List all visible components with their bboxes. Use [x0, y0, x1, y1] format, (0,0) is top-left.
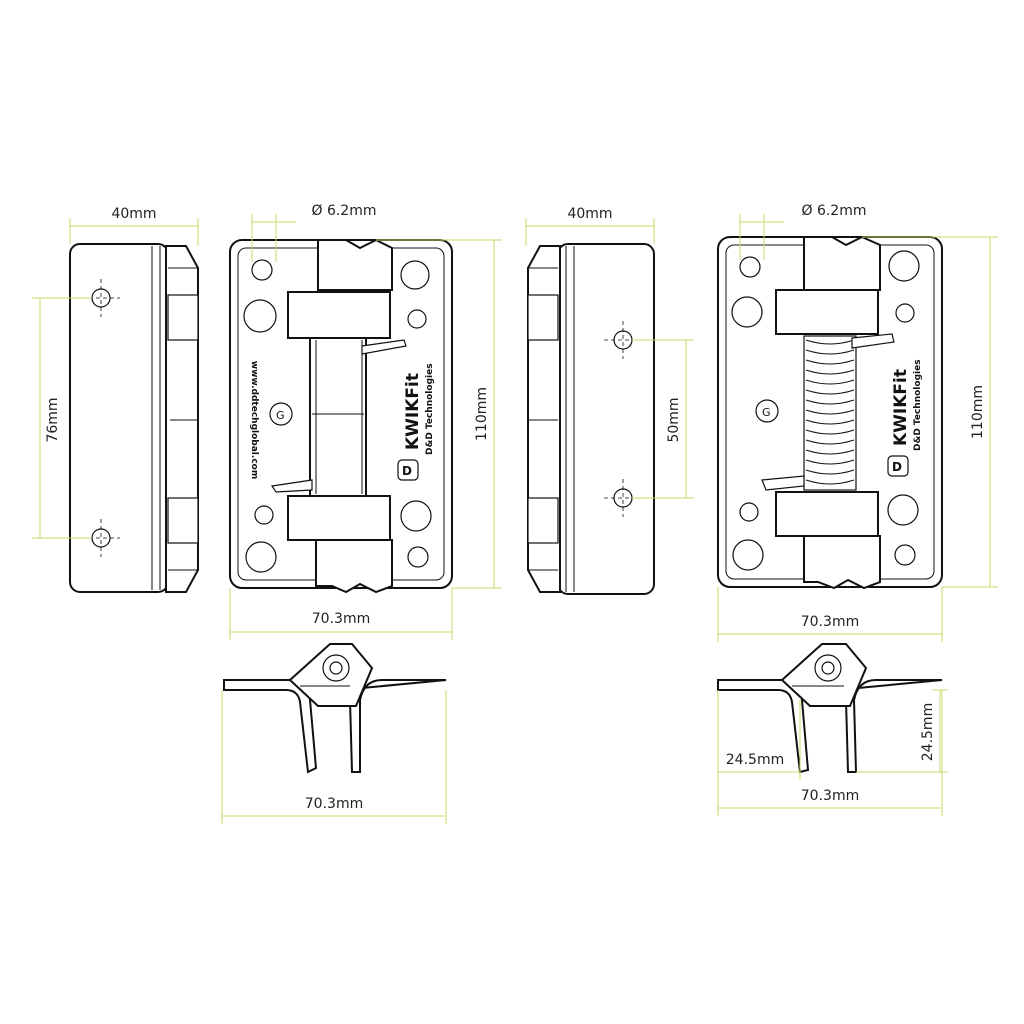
label-76: 76mm: [45, 397, 61, 442]
dim-70-top-left: [221, 690, 447, 824]
label-70-top-left: 70.3mm: [305, 796, 363, 812]
label-40-right: 40mm: [567, 206, 612, 222]
spring-coil: [805, 389, 855, 395]
front-view-left: G www.ddtechglobal.com D KWIKFit D&D Tec…: [229, 238, 453, 594]
label-70-top-right: 70.3mm: [801, 788, 859, 804]
label-70-front-left: 70.3mm: [312, 611, 370, 627]
label-110-left: 110mm: [474, 387, 490, 441]
dim-40-right: [525, 218, 655, 246]
spring-coil: [805, 449, 855, 455]
label-110-right: 110mm: [970, 385, 986, 439]
dd-logo-icon: D: [402, 464, 412, 478]
top-view-left: [223, 643, 447, 774]
maker-left: D&D Technologies: [425, 363, 435, 455]
spring-coil: [805, 379, 855, 385]
spring: [803, 335, 857, 491]
label-70-front-right: 70.3mm: [801, 614, 859, 630]
side-view-left: [69, 243, 199, 593]
spring-coil: [805, 409, 855, 415]
dim-70-front-right: [717, 587, 943, 642]
label-hole-left: Ø 6.2mm: [311, 203, 376, 219]
side-view-right: [527, 243, 655, 595]
dim-70-top-right: [717, 690, 943, 816]
dim-110-right: [862, 236, 998, 588]
spring-coil: [805, 419, 855, 425]
spring-coil: [805, 439, 855, 445]
spring-coil: [805, 399, 855, 405]
label-hole-right: Ø 6.2mm: [801, 203, 866, 219]
maker-right: D&D Technologies: [913, 359, 923, 451]
brand-right: KWIKFit: [891, 369, 911, 446]
label-24-vertical: 24.5mm: [920, 703, 936, 761]
label-24-horizontal: 24.5mm: [726, 752, 784, 768]
front-view-right: G D KWIKFit D&D Technologies: [717, 235, 943, 590]
dd-logo-icon-right: D: [892, 460, 902, 474]
label-50: 50mm: [666, 397, 682, 442]
dim-70-front-left: [229, 588, 453, 640]
spring-coil: [805, 479, 855, 485]
spring-coil: [805, 469, 855, 475]
dd-logo-mark-right: G: [762, 406, 771, 419]
dim-24-horizontal: [717, 690, 801, 780]
dim-hole-right: [739, 214, 784, 260]
spring-coil: [805, 459, 855, 465]
brand-left: KWIKFit: [403, 373, 423, 450]
label-40-left: 40mm: [111, 206, 156, 222]
spring-coil: [805, 359, 855, 365]
spring-coil: [805, 349, 855, 355]
dim-110-left: [376, 239, 502, 589]
spring-coil: [805, 429, 855, 435]
website-text: www.ddtechglobal.com: [249, 361, 259, 479]
spring-coil: [805, 369, 855, 375]
dd-logo-mark: G: [276, 409, 285, 422]
dim-hole-left: [251, 214, 296, 262]
dim-76: [32, 297, 92, 539]
spring-coil: [805, 339, 855, 345]
dim-50: [632, 339, 694, 499]
dim-24-vertical: [856, 689, 948, 773]
dim-40-left: [69, 218, 199, 246]
